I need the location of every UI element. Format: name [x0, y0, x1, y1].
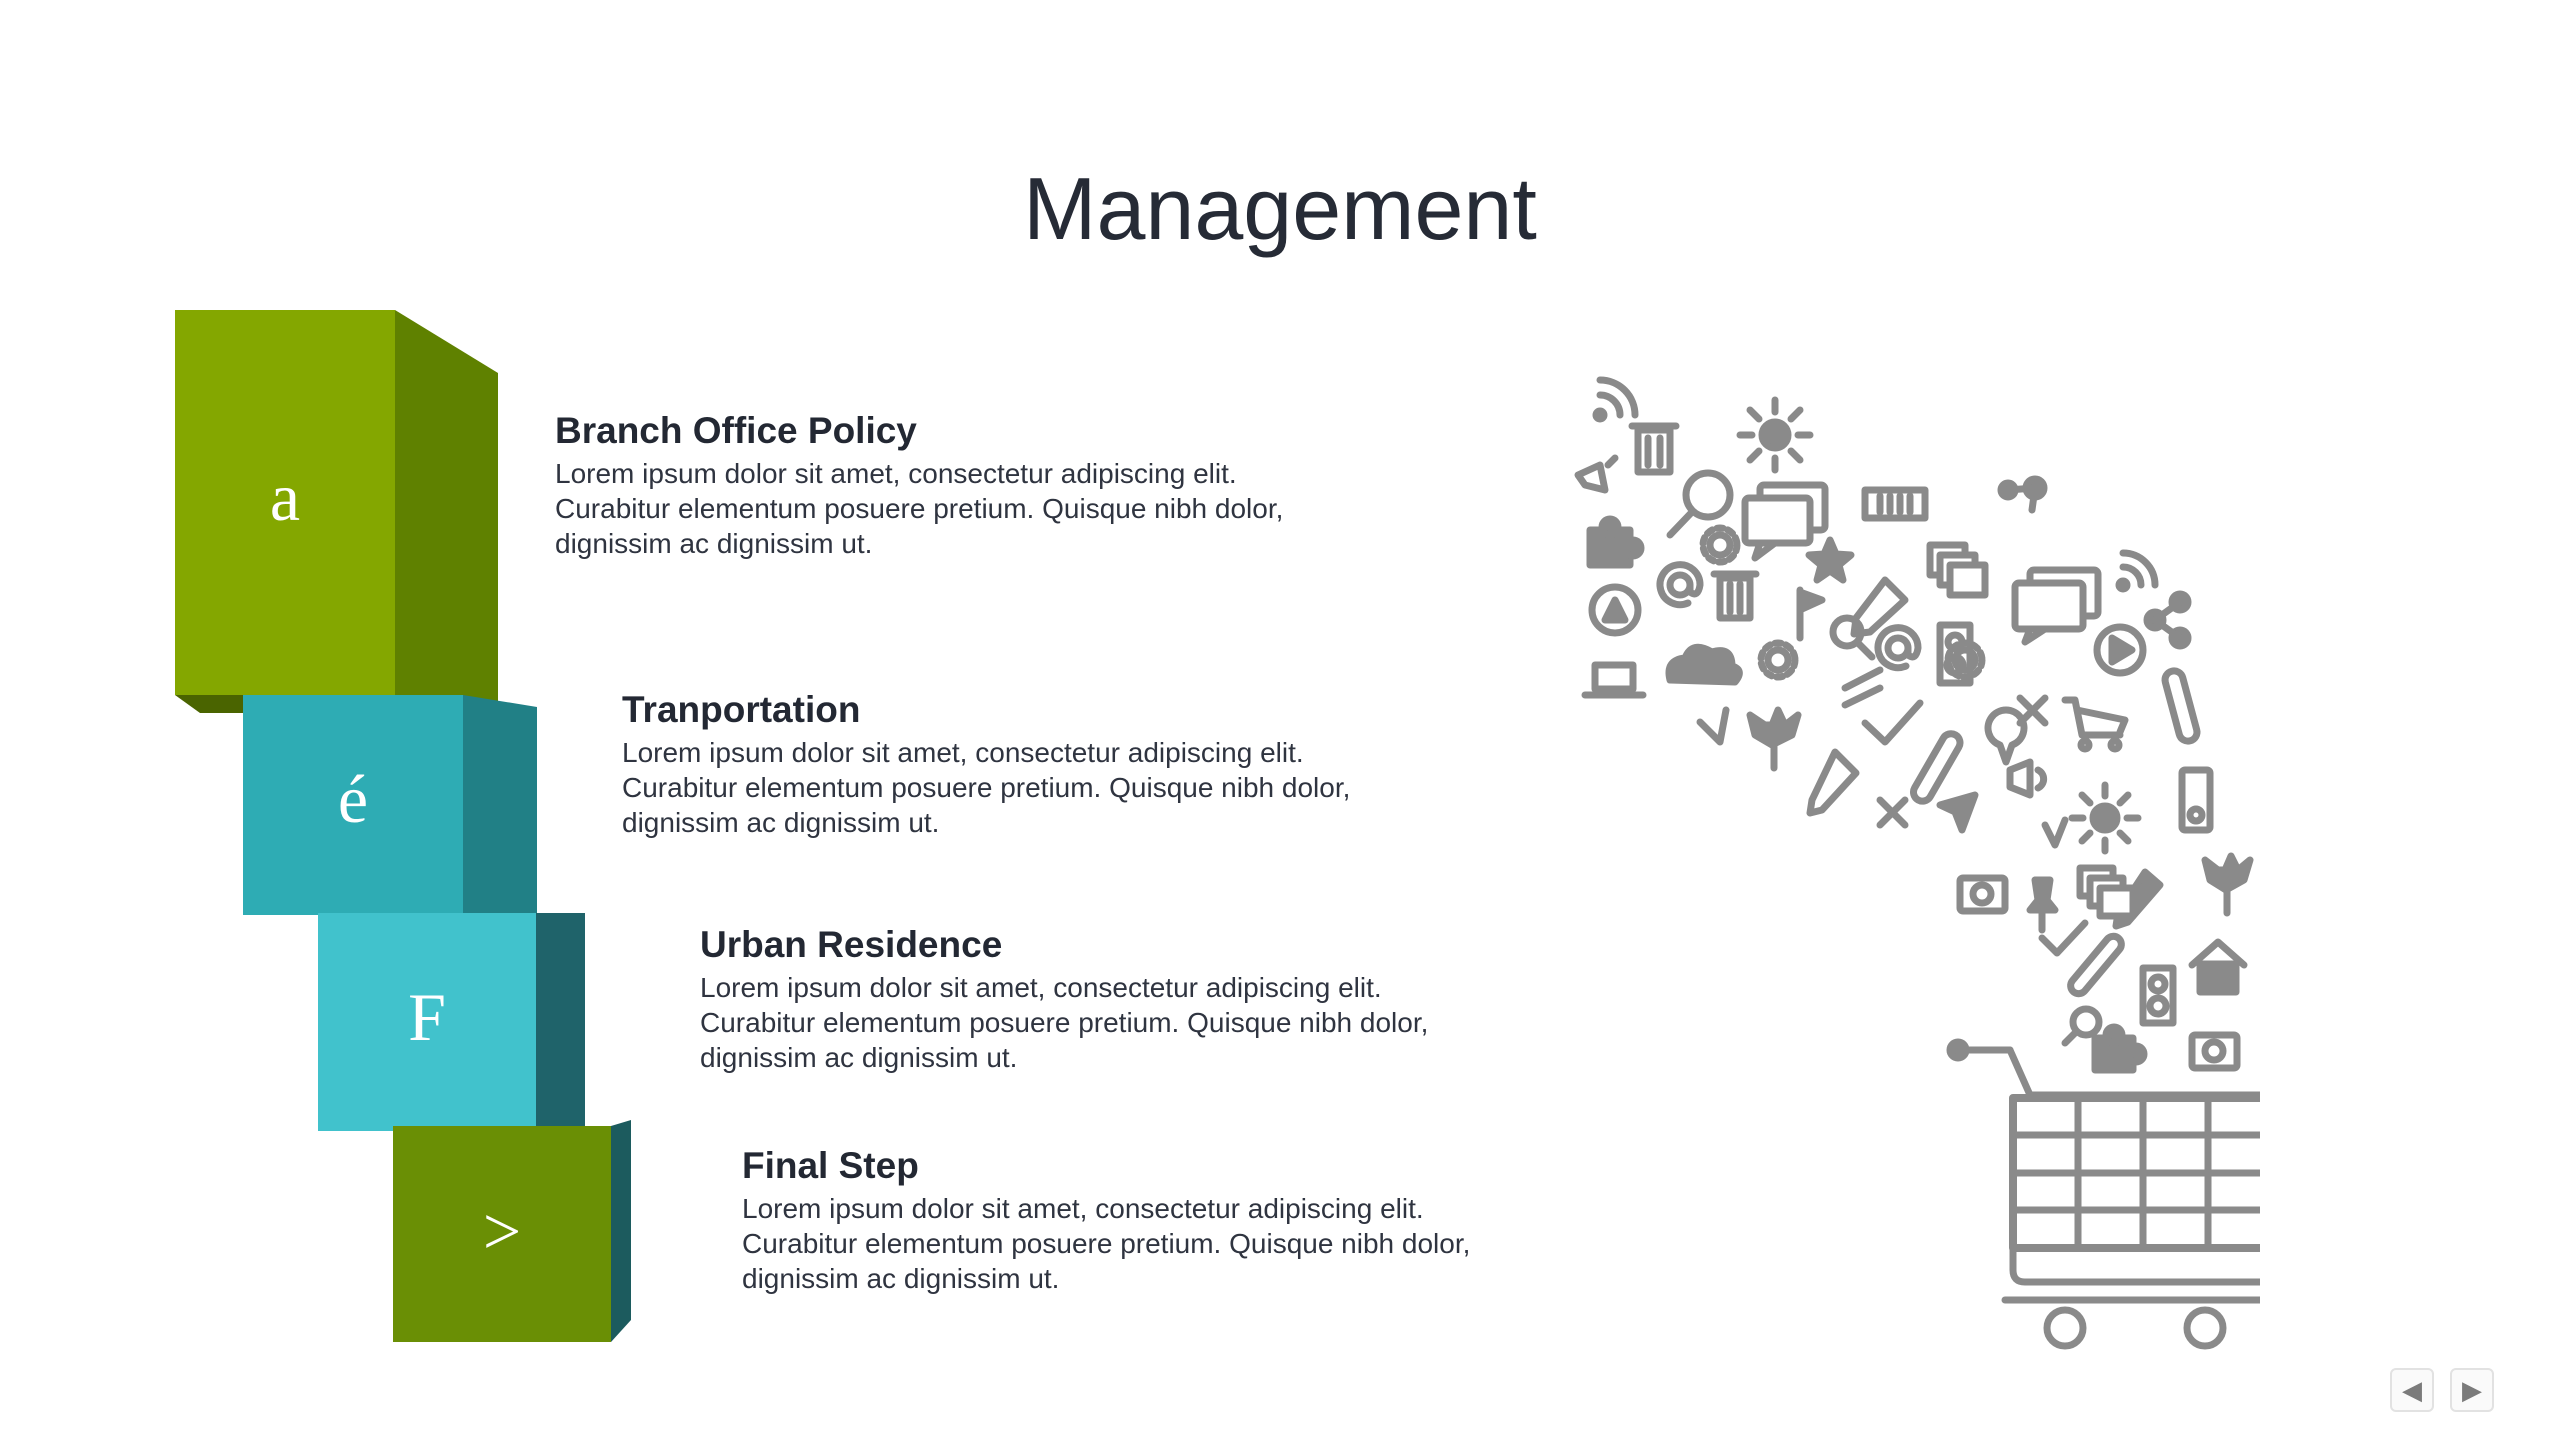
pushpin-icon: [2026, 876, 2059, 934]
cube-4-glyph: >: [482, 1193, 522, 1269]
magnifier-icon: [1666, 469, 1734, 539]
megaphone-icon-2: [2006, 758, 2048, 799]
gear-icon-2: [1757, 639, 1799, 681]
next-arrow-icon: ▶: [2462, 1375, 2482, 1405]
cube-1: a: [175, 310, 505, 713]
step-2-body: Lorem ipsum dolor sit amet, consectetur …: [622, 737, 1351, 838]
step-1-title: Branch Office Policy: [555, 410, 917, 451]
copy-icon: [1926, 541, 1989, 599]
trash-icon: [1628, 422, 1680, 476]
arrow-icon-3: [2041, 816, 2069, 849]
prev-slide-button[interactable]: ◀: [2390, 1368, 2434, 1412]
shopping-cart-icon: [1946, 1038, 2260, 1350]
step-3-body: Lorem ipsum dolor sit amet, consectetur …: [700, 972, 1429, 1073]
rss-icon-2: [2115, 549, 2159, 593]
megaphone-icon: [1574, 454, 1619, 494]
speaker-icon: [1936, 621, 1974, 687]
step-4-body: Lorem ipsum dolor sit amet, consectetur …: [742, 1193, 1471, 1294]
cube-3-shape: [318, 913, 585, 1131]
cloud-icon: [1665, 643, 1743, 686]
cube-2-glyph: é: [337, 761, 369, 837]
arrow-icon-2: [1696, 706, 1730, 746]
cube-4: >: [393, 1120, 643, 1345]
trash-icon-2: [1710, 570, 1760, 622]
play-icon-2: [2093, 623, 2147, 677]
slide-title: Management: [1023, 159, 1537, 258]
cube-2-shape: [243, 695, 537, 915]
sun-icon-2: [2068, 781, 2142, 855]
speaker-icon-2: [2139, 964, 2177, 1027]
at-icon: [1656, 561, 1704, 609]
puzzle-icon: [1586, 515, 1645, 569]
flower-icon-2: [2201, 852, 2254, 917]
share-icon: [1997, 475, 2048, 514]
chat-icon: [1741, 481, 1829, 562]
cube-3: F: [318, 913, 588, 1133]
cube-1-glyph: a: [269, 459, 301, 535]
step-2-title: Tranportation: [622, 689, 861, 730]
battery-icon: [1861, 486, 1929, 522]
step-1-body: Lorem ipsum dolor sit amet, consectetur …: [555, 458, 1284, 559]
cube-4-shape: [393, 1120, 631, 1342]
step-4-title: Final Step: [742, 1145, 919, 1186]
paperclip-icon-3: [2067, 932, 2125, 998]
gear-icon: [1699, 524, 1741, 566]
laptop-icon: [1581, 661, 1647, 699]
next-slide-button[interactable]: ▶: [2450, 1368, 2494, 1412]
step-3: Urban Residence Lorem ipsum dolor sit am…: [700, 924, 1440, 1075]
check-icon-2: [2038, 919, 2089, 957]
home-icon: [2188, 938, 2248, 996]
cube-1-shape: [175, 310, 498, 713]
pencil-icon-2: [1806, 748, 1860, 817]
cube-2: é: [243, 695, 543, 915]
shopping-cart-illustration: [1574, 376, 2260, 1350]
camera-icon: [1956, 874, 2009, 915]
camera-icon-2: [2188, 1031, 2241, 1072]
paperclip-icon-2: [2161, 667, 2201, 745]
step-1: Branch Office Policy Lorem ipsum dolor s…: [555, 410, 1335, 561]
step-3-title: Urban Residence: [700, 924, 1003, 965]
pencil-icon: [1850, 576, 1909, 638]
play-icon: [1588, 583, 1642, 637]
star-icon: [1805, 536, 1855, 584]
close-icon-2: [2016, 694, 2049, 727]
chat-icon-2: [2011, 566, 2102, 646]
cube-3-glyph: F: [408, 979, 446, 1055]
arrow-icon: [1841, 666, 1884, 709]
close-icon: [1876, 796, 1909, 829]
location-pin-icon: [1984, 706, 2028, 766]
rss-icon: [1592, 376, 1639, 423]
small-cart-icon: [2061, 696, 2129, 753]
prev-arrow-icon: ◀: [2402, 1375, 2422, 1405]
sun-icon: [1736, 396, 1814, 474]
cursor-icon: [1936, 791, 1979, 834]
paperclip-icon: [1910, 730, 1964, 805]
step-2: Tranportation Lorem ipsum dolor sit amet…: [622, 689, 1402, 840]
puzzle-icon-2: [2091, 1023, 2148, 1074]
copy-icon-2: [2076, 864, 2137, 920]
at-icon-2: [1874, 624, 1922, 672]
magnifier-icon-3: [2061, 1005, 2103, 1047]
share-icon-2: [2143, 590, 2192, 650]
flag-icon: [1796, 586, 1826, 642]
check-icon: [1861, 699, 1924, 746]
step-4: Final Step Lorem ipsum dolor sit amet, c…: [742, 1145, 1482, 1296]
music-player-icon: [2178, 766, 2214, 834]
flower-icon: [1746, 706, 1802, 772]
